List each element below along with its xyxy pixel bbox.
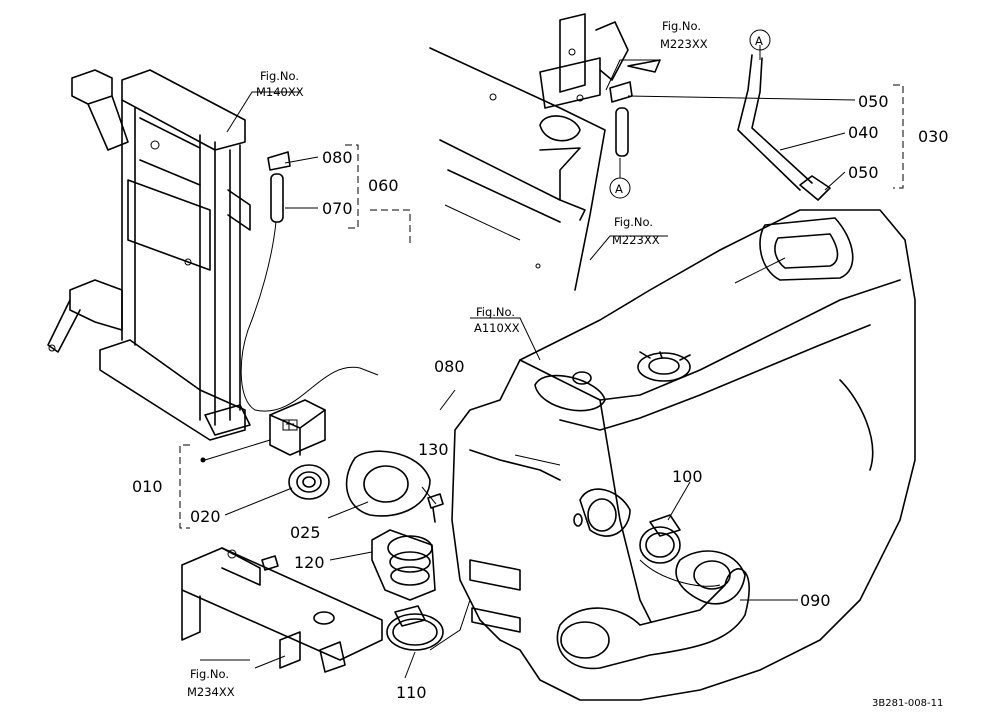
callout-070: 070 xyxy=(322,199,353,218)
callout-050-bottom: 050 xyxy=(848,163,879,182)
vent-hose xyxy=(737,54,831,201)
group-brackets xyxy=(179,84,904,529)
hose-clamp-110 xyxy=(386,605,444,651)
figref-a110-label: Fig.No. xyxy=(476,305,515,319)
callout-010: 010 xyxy=(132,477,163,496)
figref-m223-top-label: Fig.No. xyxy=(662,19,701,33)
figref-m140-label: Fig.No. xyxy=(260,69,299,83)
figref-m223-mid-number: M223XX xyxy=(612,233,660,247)
connector-a-top: A xyxy=(755,34,763,48)
fuel-cap xyxy=(269,399,326,456)
callout-030: 030 xyxy=(918,127,949,146)
callout-090: 090 xyxy=(800,591,831,610)
seat-frame-assembly xyxy=(47,69,251,441)
hose-clamp-100 xyxy=(639,514,681,564)
tank-filler-port xyxy=(572,351,691,385)
figure-references: Fig.No. M140XX Fig.No. M223XX Fig.No. M2… xyxy=(187,19,708,699)
callout-labels: 080 060 070 050 040 030 050 080 130 010 … xyxy=(132,92,949,702)
bolt-130 xyxy=(427,493,444,523)
callout-100: 100 xyxy=(672,467,703,486)
drawing-code: 3B281-008-11 xyxy=(872,698,943,709)
callout-080-top: 080 xyxy=(322,148,353,167)
level-sensor-wire xyxy=(240,151,379,412)
body-panel xyxy=(429,47,606,291)
callout-040: 040 xyxy=(848,123,879,142)
mounting-bracket-top xyxy=(539,13,661,157)
callout-080-mid: 080 xyxy=(434,357,465,376)
figref-m234-label: Fig.No. xyxy=(190,667,229,681)
figref-m140-number: M140XX xyxy=(256,85,304,99)
callout-110: 110 xyxy=(396,683,427,702)
callout-120: 120 xyxy=(294,553,325,572)
filler-hose xyxy=(556,550,750,670)
filler-bracket xyxy=(181,547,383,673)
gasket xyxy=(345,450,431,517)
callout-060: 060 xyxy=(368,176,399,195)
callout-025: 025 xyxy=(290,523,321,542)
figref-m223-top-number: M223XX xyxy=(660,37,708,51)
figref-m223-mid-label: Fig.No. xyxy=(614,215,653,229)
connector-a-bottom: A xyxy=(615,182,623,196)
callout-130: 130 xyxy=(418,440,449,459)
figref-a110-number: A110XX xyxy=(474,321,520,335)
figref-m234-number: M234XX xyxy=(187,685,235,699)
strainer xyxy=(288,464,330,500)
callout-020: 020 xyxy=(190,507,221,526)
tank-inlet xyxy=(573,488,631,537)
callout-050-top: 050 xyxy=(858,92,889,111)
fuel-tank xyxy=(451,209,916,701)
connector-markers: A A xyxy=(609,29,771,199)
filler-adapter xyxy=(371,529,436,601)
leader-lines xyxy=(200,45,856,679)
